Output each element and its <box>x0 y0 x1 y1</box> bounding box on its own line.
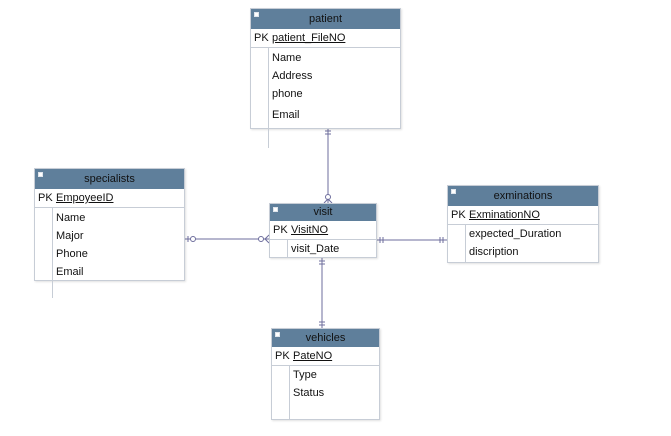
pk-field: ExminationNO <box>469 209 540 221</box>
entity-specialists-title: specialists <box>84 173 135 185</box>
relationship-patient-visit <box>323 129 333 204</box>
column-divider <box>465 225 466 263</box>
attribute: discription <box>469 246 519 258</box>
collapse-icon[interactable] <box>275 332 280 337</box>
attribute: Type <box>293 369 317 381</box>
entity-exminations[interactable]: exminations PK ExminationNO expected_Dur… <box>447 185 599 263</box>
entity-patient-header[interactable]: patient <box>251 9 400 29</box>
attribute: visit_Date <box>291 243 340 255</box>
entity-patient[interactable]: patient PK patient_FileNO Name Address p… <box>250 8 401 148</box>
pk-field: VisitNO <box>291 224 329 236</box>
relationship-visit-vehicles <box>319 258 325 328</box>
entity-vehicles-pk-row: PK PateNO <box>272 347 379 366</box>
pk-label: PK <box>254 32 269 44</box>
pk-label: PK <box>275 350 290 362</box>
entity-visit-header[interactable]: visit <box>270 204 376 221</box>
attribute: Phone <box>56 248 88 260</box>
entity-vehicles-title: vehicles <box>305 332 346 344</box>
entity-patient-title: patient <box>308 13 343 25</box>
pk-field: patient_FileNO <box>272 32 346 44</box>
collapse-icon[interactable] <box>38 172 43 177</box>
entity-exminations-pk-row: PK ExminationNO <box>448 206 598 225</box>
entity-specialists-pk-row: PK EmpoyeeID <box>35 189 184 208</box>
column-divider <box>52 208 53 298</box>
entity-patient-pk-row: PK patient_FileNO <box>251 29 400 48</box>
pk-label: PK <box>273 224 288 236</box>
attribute: Name <box>56 212 86 224</box>
column-divider <box>268 48 269 148</box>
attribute: Email <box>56 266 84 278</box>
entity-visit-title: visit <box>313 206 333 218</box>
attribute: expected_Duration <box>469 228 562 240</box>
entity-visit-attributes: visit_Date <box>270 240 376 258</box>
relationship-visit-exminations <box>377 237 447 243</box>
entity-exminations-title: exminations <box>493 190 553 202</box>
pk-field: EmpoyeeID <box>56 192 114 204</box>
entity-patient-attributes: Name Address phone Email <box>251 48 400 148</box>
entity-exminations-attributes: expected_Duration discription <box>448 225 598 263</box>
attribute: Name <box>272 52 302 64</box>
relationship-specialists-visit <box>185 234 270 244</box>
attribute: Email <box>272 109 300 121</box>
entity-vehicles-header[interactable]: vehicles <box>272 329 379 347</box>
entity-specialists[interactable]: specialists PK EmpoyeeID Name Major Phon… <box>34 168 185 298</box>
pk-field: PateNO <box>293 350 333 362</box>
entity-vehicles-attributes: Type Status <box>272 366 379 420</box>
entity-visit-pk-row: PK VisitNO <box>270 221 376 240</box>
attribute: Address <box>272 70 313 82</box>
entity-specialists-attributes: Name Major Phone Email <box>35 208 184 298</box>
collapse-icon[interactable] <box>254 12 259 17</box>
attribute: phone <box>272 88 303 100</box>
entity-exminations-header[interactable]: exminations <box>448 186 598 206</box>
collapse-icon[interactable] <box>451 189 456 194</box>
pk-label: PK <box>451 209 466 221</box>
attribute: Major <box>56 230 84 242</box>
attribute: Status <box>293 387 325 399</box>
entity-vehicles[interactable]: vehicles PK PateNO Type Status <box>271 328 380 420</box>
collapse-icon[interactable] <box>273 207 278 212</box>
entity-specialists-header[interactable]: specialists <box>35 169 184 189</box>
column-divider <box>289 366 290 420</box>
entity-visit[interactable]: visit PK VisitNO visit_Date <box>269 203 377 258</box>
pk-label: PK <box>38 192 53 204</box>
column-divider <box>287 240 288 258</box>
